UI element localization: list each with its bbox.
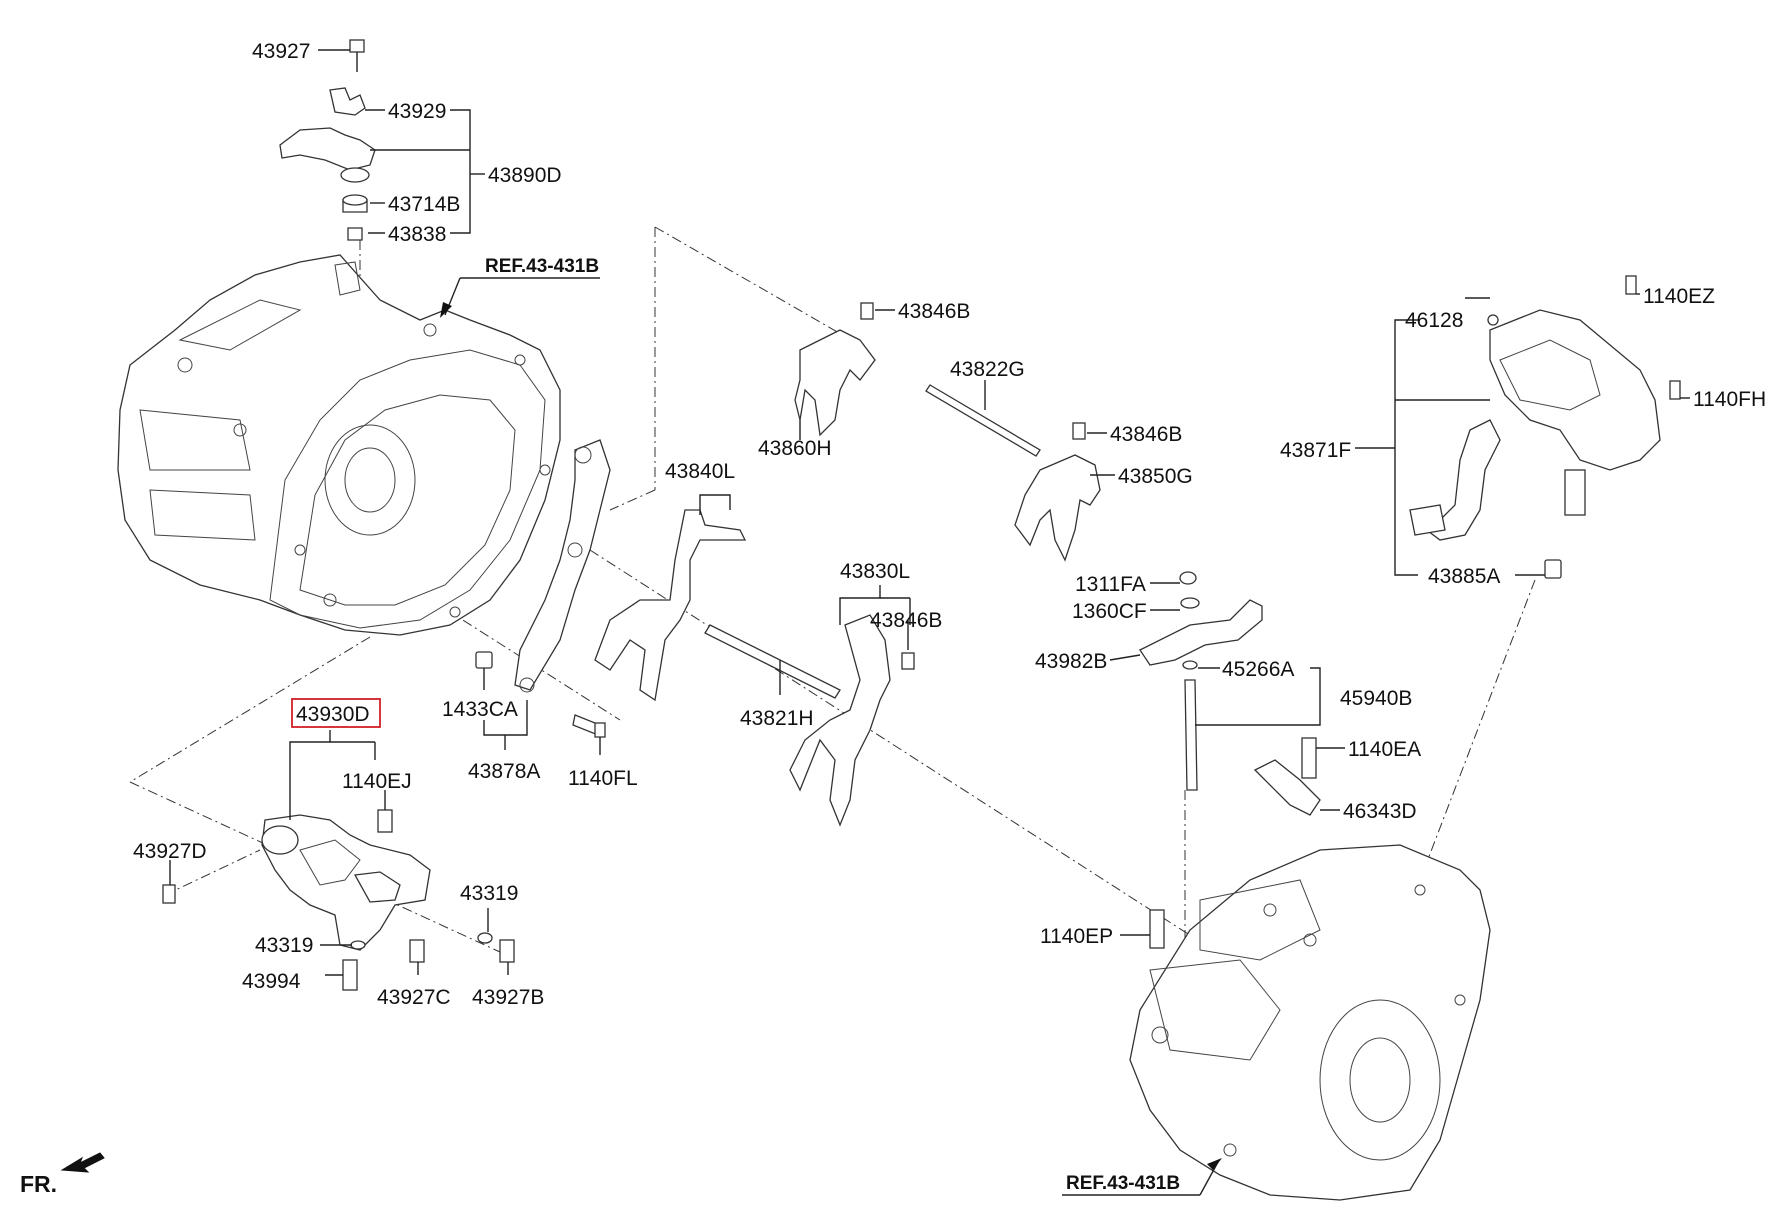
callout-43319-b[interactable]: 43319 [255, 934, 313, 957]
callout-1140EJ[interactable]: 1140EJ [342, 770, 412, 793]
shift-forks [514, 302, 1101, 827]
callout-1433CA[interactable]: 1433CA [442, 698, 518, 721]
callout-43994[interactable]: 43994 [242, 970, 301, 993]
leader-lines [169, 49, 1690, 1196]
callout-43927B[interactable]: 43927B [472, 986, 544, 1009]
callout-1140FL[interactable]: 1140FL [568, 767, 638, 790]
callout-ref-top[interactable]: REF.43-431B [485, 256, 599, 277]
callout-1140EA[interactable]: 1140EA [1348, 738, 1421, 761]
callout-1140EZ[interactable]: 1140EZ [1643, 285, 1715, 308]
front-arrow-icon [60, 1152, 105, 1173]
front-direction-indicator: FR. [20, 1152, 105, 1197]
front-label: FR. [20, 1171, 57, 1197]
callout-45940B[interactable]: 45940B [1340, 687, 1412, 710]
actuator-assembly [1409, 275, 1681, 579]
callout-43714B[interactable]: 43714B [388, 193, 460, 216]
callout-43927D[interactable]: 43927D [133, 840, 207, 863]
callout-43838[interactable]: 43838 [388, 223, 446, 246]
bracket-stack [279, 39, 376, 241]
callout-1360CF[interactable]: 1360CF [1072, 600, 1147, 623]
callout-45266A[interactable]: 45266A [1222, 658, 1294, 681]
callout-43821H[interactable]: 43821H [740, 707, 814, 730]
callout-1140FH[interactable]: 1140FH [1693, 388, 1766, 411]
callout-43822G[interactable]: 43822G [950, 358, 1025, 381]
callout-43885A[interactable]: 43885A [1428, 565, 1500, 588]
callout-43927C[interactable]: 43927C [377, 986, 451, 1009]
callout-46343D[interactable]: 46343D [1343, 800, 1417, 823]
callout-1140EP[interactable]: 1140EP [1040, 925, 1113, 948]
callout-46128[interactable]: 46128 [1405, 309, 1463, 332]
callout-43929[interactable]: 43929 [388, 100, 446, 123]
callout-43871F[interactable]: 43871F [1280, 439, 1351, 462]
right-mid-parts [1139, 571, 1321, 949]
highlight-box [291, 698, 381, 728]
callout-43890D[interactable]: 43890D [488, 164, 562, 187]
callout-43878A[interactable]: 43878A [468, 760, 540, 783]
shift-lever-assembly [162, 809, 515, 991]
callout-43860H[interactable]: 43860H [758, 437, 832, 460]
callout-43830L[interactable]: 43830L [840, 560, 910, 583]
callout-43850G[interactable]: 43850G [1118, 465, 1193, 488]
part-callouts: 43927 43929 43890D 43714B 43838 REF.43-4… [133, 40, 1766, 1194]
callout-43927[interactable]: 43927 [252, 40, 310, 63]
callout-43930D[interactable]: 43930D [296, 703, 370, 726]
transmission-case-left [117, 254, 561, 636]
callout-43840L[interactable]: 43840L [665, 460, 735, 483]
callout-ref-bottom[interactable]: REF.43-431B [1066, 1173, 1180, 1194]
callout-43846B-c[interactable]: 43846B [870, 609, 942, 632]
callout-43846B-a[interactable]: 43846B [898, 300, 970, 323]
callout-43319-a[interactable]: 43319 [460, 882, 518, 905]
callout-1311FA[interactable]: 1311FA [1075, 573, 1146, 596]
transmission-case-right [1129, 844, 1491, 1201]
callout-43982B[interactable]: 43982B [1035, 650, 1107, 673]
small-parts-center [475, 651, 606, 738]
callout-43846B-b[interactable]: 43846B [1110, 423, 1182, 446]
